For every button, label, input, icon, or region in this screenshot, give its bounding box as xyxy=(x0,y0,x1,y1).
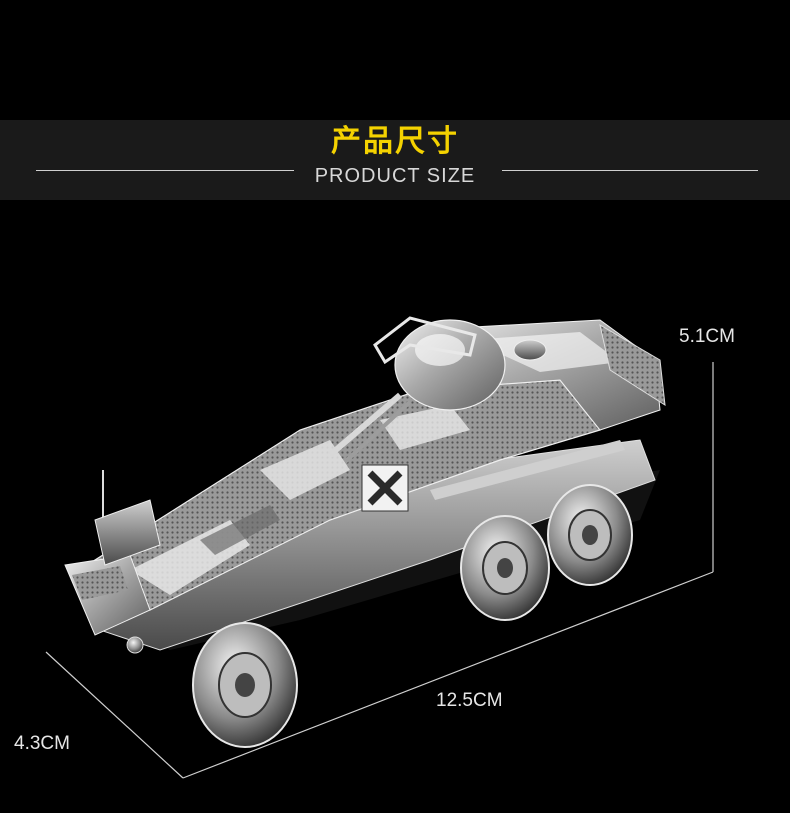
divider-left xyxy=(36,170,294,171)
width-line xyxy=(45,651,184,779)
wheel-front xyxy=(192,622,298,748)
height-label: 5.1CM xyxy=(679,326,735,347)
cross-insignia xyxy=(361,464,409,512)
length-line xyxy=(182,571,714,779)
wheel-middle xyxy=(460,515,550,621)
length-label: 12.5CM xyxy=(436,690,503,711)
page-title: 产品尺寸 xyxy=(331,124,459,159)
header-band xyxy=(0,120,790,200)
divider-right xyxy=(502,170,758,171)
armored-car-model-icon xyxy=(64,316,666,748)
page-subtitle: PRODUCT SIZE xyxy=(314,165,476,187)
dimension-lines xyxy=(45,362,714,779)
width-label: 4.3CM xyxy=(14,733,70,754)
wheel-rear xyxy=(547,484,633,586)
